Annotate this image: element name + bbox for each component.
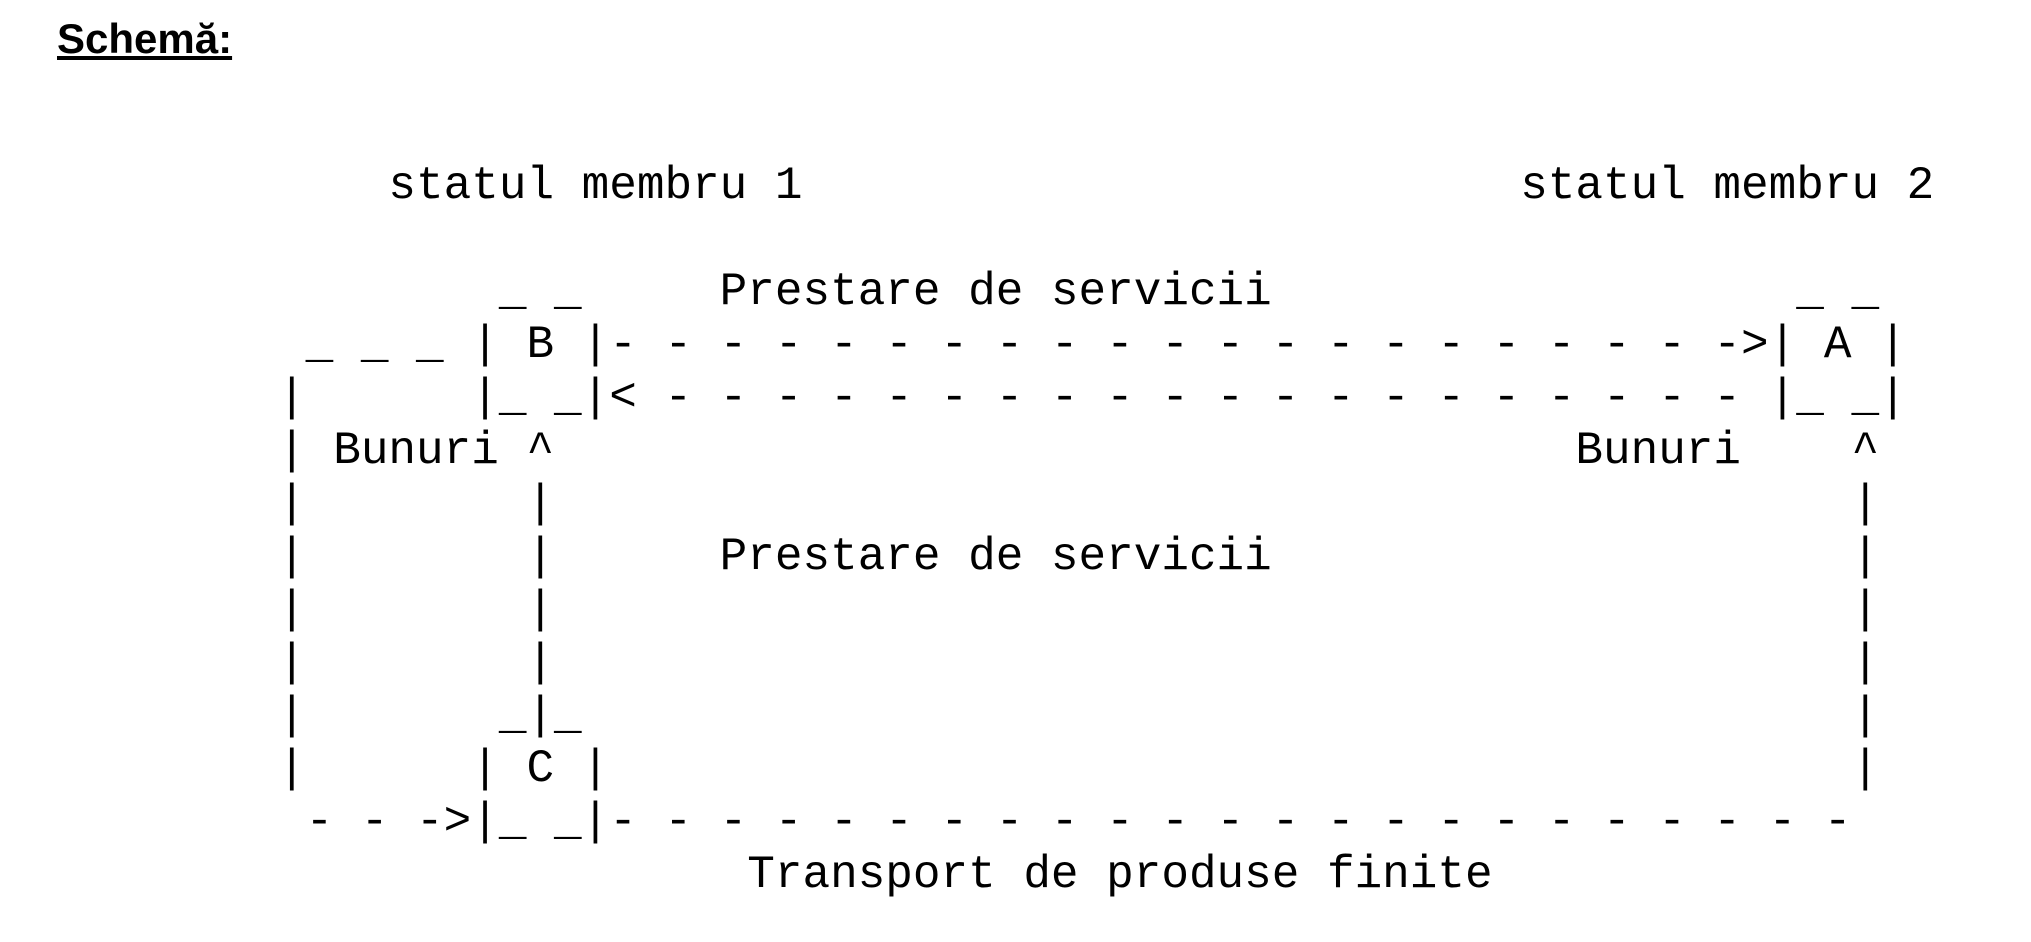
diagram-line-services-label-middle: | | Prestare de servicii | bbox=[278, 531, 1880, 583]
diagram-line-services-label-top: _ _ Prestare de servicii _ _ bbox=[278, 266, 1880, 318]
diagram-line-box-a-to-b-arrow: | |_ _|< - - - - - - - - - - - - - - - -… bbox=[278, 372, 1907, 424]
diagram-line-box-b-to-a-arrow: _ _ _ | B |- - - - - - - - - - - - - - -… bbox=[278, 319, 1907, 371]
diagram-line-box-c: | | C | | bbox=[278, 743, 1880, 795]
diagram-line-states: statul membru 1 statul membru 2 bbox=[278, 160, 1935, 212]
diagram-line-blank bbox=[278, 213, 1934, 266]
diagram-line-vertical-1: | | | bbox=[278, 478, 1880, 530]
diagram-line-vertical-3: | | | bbox=[278, 637, 1880, 689]
ascii-diagram: statul membru 1 statul membru 2 _ _ Pres… bbox=[278, 160, 1934, 902]
diagram-line-bunuri-labels: | Bunuri ^ Bunuri ^ bbox=[278, 425, 1880, 477]
diagram-line-bottom-arrow: - - ->|_ _|- - - - - - - - - - - - - - -… bbox=[278, 796, 1852, 848]
page-title: Schemă: bbox=[57, 15, 233, 62]
diagram-line-vertical-2: | | | bbox=[278, 584, 1880, 636]
diagram-line-box-c-top: | _|_ | bbox=[278, 690, 1880, 742]
diagram-line-transport-label: Transport de produse finite bbox=[278, 849, 1493, 901]
